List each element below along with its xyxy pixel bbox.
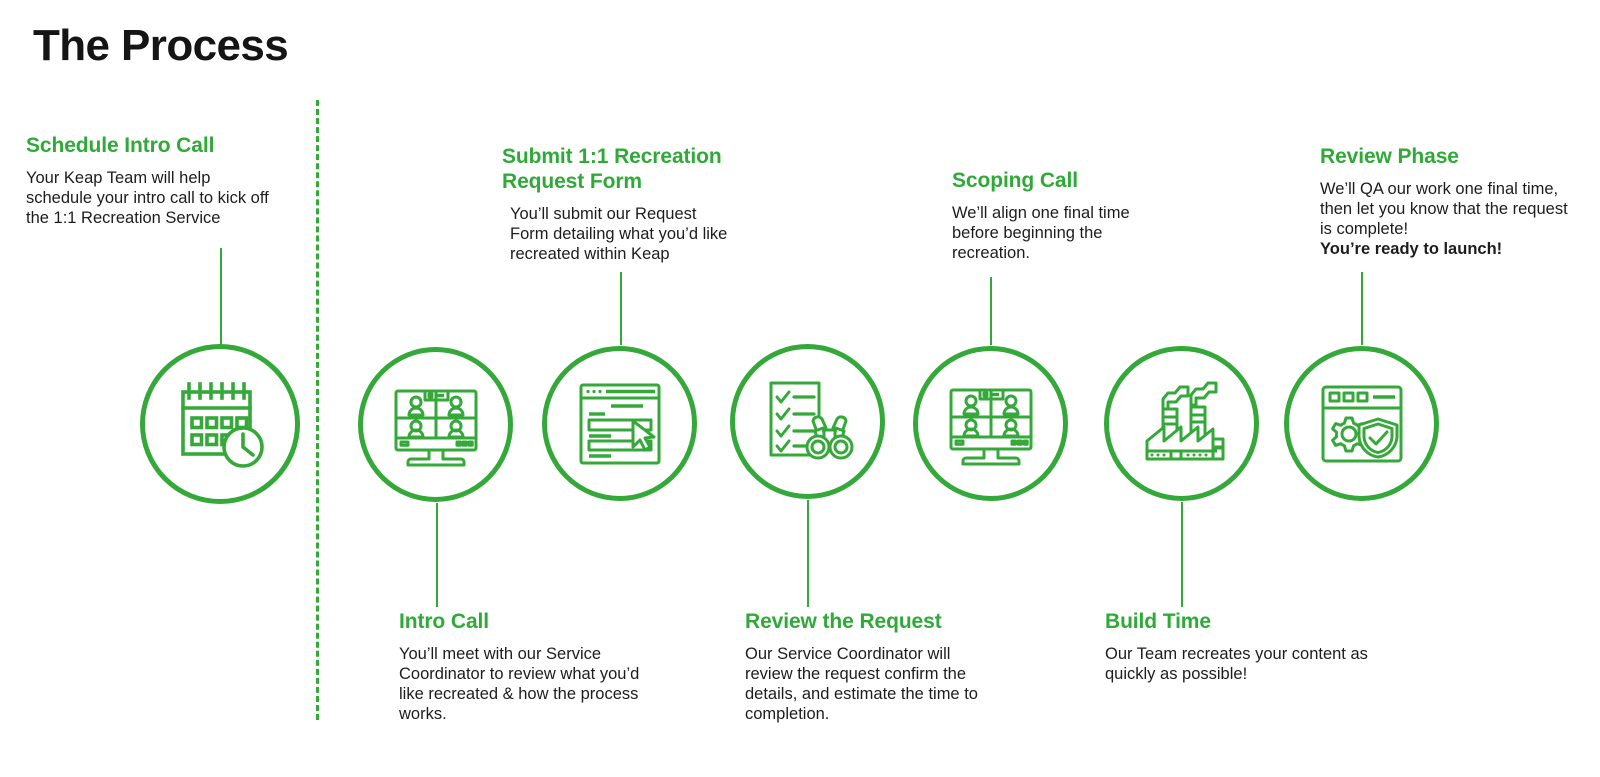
step-heading: Intro Call bbox=[399, 610, 490, 633]
connector-stem-2 bbox=[436, 503, 438, 607]
connector-stem-5 bbox=[990, 277, 992, 345]
node-circle-review-phase bbox=[1284, 346, 1439, 501]
web-form-cursor-icon bbox=[579, 383, 660, 464]
node-circle-review-the-request bbox=[730, 344, 885, 499]
connector-stem-7 bbox=[1361, 272, 1363, 345]
step-text-scoping-call: Scoping Call We’ll align one final time … bbox=[952, 169, 1167, 263]
step-text-intro-call: Intro Call You’ll meet with our Service … bbox=[399, 610, 649, 724]
step-body: We’ll QA our work one final time, then l… bbox=[1320, 179, 1570, 260]
step-body: You’ll meet with our Service Coordinator… bbox=[399, 644, 640, 724]
step-heading: Review the Request bbox=[745, 610, 942, 633]
step-body: Our Service Coordinator will review the … bbox=[745, 644, 978, 724]
factory-icon bbox=[1145, 381, 1224, 460]
step-heading: Review Phase bbox=[1320, 145, 1459, 168]
step-body-bold: You’re ready to launch! bbox=[1320, 240, 1503, 259]
dashed-divider bbox=[316, 100, 319, 720]
connector-stem-6 bbox=[1181, 502, 1183, 607]
step-text-review-phase: Review Phase We’ll QA our work one final… bbox=[1320, 145, 1570, 259]
checklist-binoculars-icon bbox=[769, 381, 853, 459]
step-text-schedule-intro-call: Schedule Intro Call Your Keap Team will … bbox=[26, 134, 276, 228]
step-heading: Submit 1:1 Recreation Request Form bbox=[502, 145, 722, 193]
step-heading: Build Time bbox=[1105, 610, 1211, 633]
node-circle-scoping-call bbox=[913, 346, 1068, 501]
calendar-clock-icon bbox=[181, 382, 264, 468]
video-conference-icon bbox=[394, 389, 477, 466]
node-circle-build-time bbox=[1104, 346, 1259, 501]
connector-stem-3 bbox=[620, 272, 622, 345]
step-heading: Scoping Call bbox=[952, 169, 1078, 192]
page-title: The Process bbox=[33, 21, 289, 70]
step-heading: Schedule Intro Call bbox=[26, 134, 215, 157]
step-body-text: We’ll QA our work one final time, then l… bbox=[1320, 179, 1568, 239]
step-text-review-the-request: Review the Request Our Service Coordinat… bbox=[745, 610, 995, 724]
step-text-submit-request-form: Submit 1:1 Recreation Request Form You’l… bbox=[502, 145, 734, 264]
node-circle-submit-request-form bbox=[542, 346, 697, 501]
connector-stem-1 bbox=[220, 248, 222, 345]
connector-stem-4 bbox=[807, 500, 809, 607]
browser-gear-shield-icon bbox=[1321, 385, 1402, 462]
node-circle-schedule-intro-call bbox=[140, 344, 300, 504]
step-body: You’ll submit our Request Form detailing… bbox=[510, 204, 728, 263]
step-body: Our Team recreates your content as quick… bbox=[1105, 644, 1368, 683]
node-circle-intro-call bbox=[358, 347, 513, 502]
step-text-build-time: Build Time Our Team recreates your conte… bbox=[1105, 610, 1370, 684]
step-body: Your Keap Team will help schedule your i… bbox=[26, 168, 269, 228]
step-body: We’ll align one final time before beginn… bbox=[952, 203, 1130, 263]
video-conference-icon bbox=[949, 388, 1032, 465]
